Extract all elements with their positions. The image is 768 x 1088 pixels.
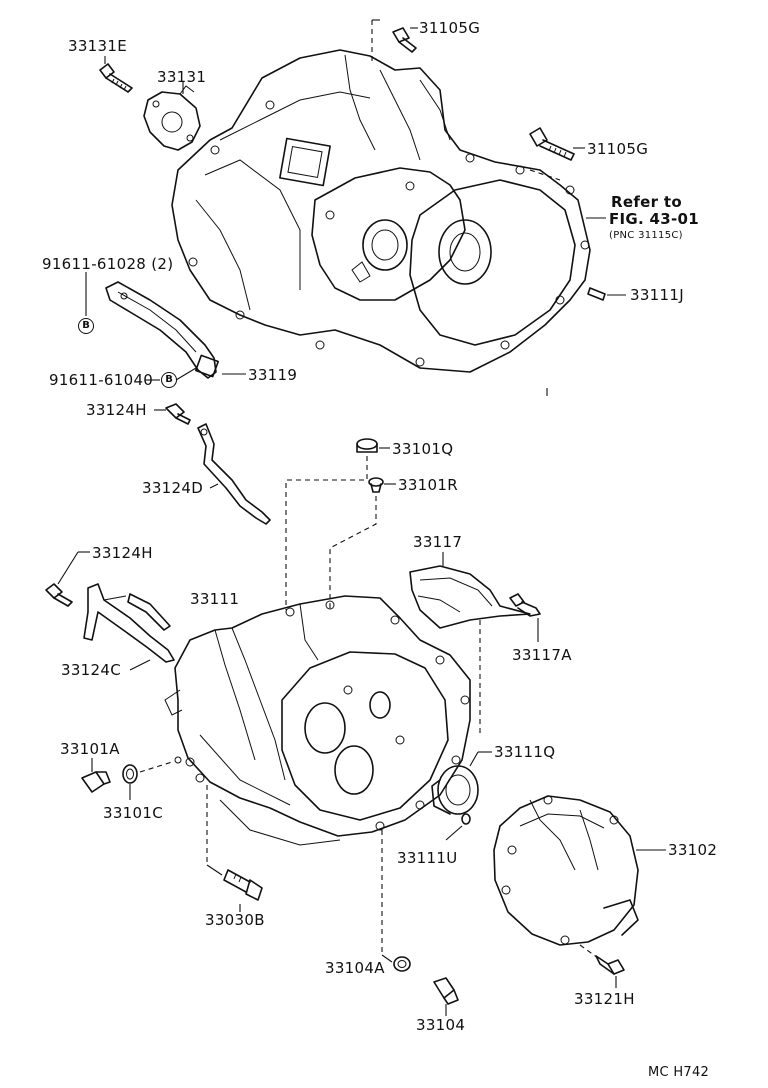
label-33117A: 33117A <box>512 646 572 664</box>
bolt-badge-b-lower: B <box>161 372 177 388</box>
cover-plate-33131 <box>143 85 201 151</box>
upper-transaxle-case <box>171 49 591 373</box>
label-33121H: 33121H <box>574 990 635 1008</box>
label-33104: 33104 <box>416 1016 466 1034</box>
label-33124H-top: 33124H <box>86 401 147 419</box>
bolt-badge-b-upper: B <box>78 318 94 334</box>
label-33101C: 33101C <box>103 804 163 822</box>
label-33124D: 33124D <box>142 479 204 497</box>
fork-33124C <box>83 583 175 663</box>
footer-code: MC H742 <box>648 1065 710 1080</box>
label-33119: 33119 <box>248 366 298 384</box>
gasket-33104A <box>393 956 411 972</box>
label-33101Q: 33101Q <box>392 440 454 458</box>
shield-33117 <box>409 565 531 629</box>
pin-33111U <box>461 813 471 825</box>
label-31105G-top: 31105G <box>419 19 481 37</box>
label-pnc-ref: (PNC 31115C) <box>609 230 683 241</box>
bolt-31105G-top <box>392 27 417 53</box>
label-33111J: 33111J <box>630 286 684 304</box>
label-91611-61028: 91611-61028 (2) <box>42 255 174 273</box>
label-fig-ref: FIG. 43-01 <box>609 210 700 228</box>
label-33124H-mid: 33124H <box>92 544 153 562</box>
label-33111Q: 33111Q <box>494 743 556 761</box>
bracket-33119 <box>105 281 219 379</box>
transaxle-case-33111 <box>164 595 471 846</box>
label-33030B: 33030B <box>205 911 265 929</box>
label-33101A: 33101A <box>60 740 120 758</box>
label-33124C: 33124C <box>61 661 121 679</box>
label-refer-to: Refer to <box>611 193 682 211</box>
label-33102: 33102 <box>668 841 718 859</box>
bolt-33121H <box>595 955 625 975</box>
plug-33101R <box>368 477 384 493</box>
bolt-33124H-top <box>165 403 191 425</box>
plug-33101A <box>81 771 111 793</box>
plug-33101Q <box>356 438 378 453</box>
label-33104A: 33104A <box>325 959 385 977</box>
bolt-33131E <box>99 63 133 93</box>
label-33117: 33117 <box>413 533 463 551</box>
bolt-31105G-mid <box>529 127 575 161</box>
label-33101R: 33101R <box>398 476 458 494</box>
bolt-33124H-mid <box>45 583 73 607</box>
label-33111U: 33111U <box>397 849 458 867</box>
seal-33111Q <box>431 765 479 815</box>
case-cover-33102 <box>493 795 639 946</box>
bolt-33117A <box>509 593 541 617</box>
label-91611-61040: 91611-61040 <box>49 371 154 389</box>
label-33131E: 33131E <box>68 37 127 55</box>
plug-33104 <box>433 977 459 1005</box>
label-33131: 33131 <box>157 68 207 86</box>
bolt-33030B <box>223 869 263 901</box>
gasket-33101C <box>122 764 138 784</box>
pin-33111J <box>587 287 606 301</box>
rod-33124D <box>197 423 271 525</box>
label-31105G-mid: 31105G <box>587 140 649 158</box>
label-33111: 33111 <box>190 590 240 608</box>
